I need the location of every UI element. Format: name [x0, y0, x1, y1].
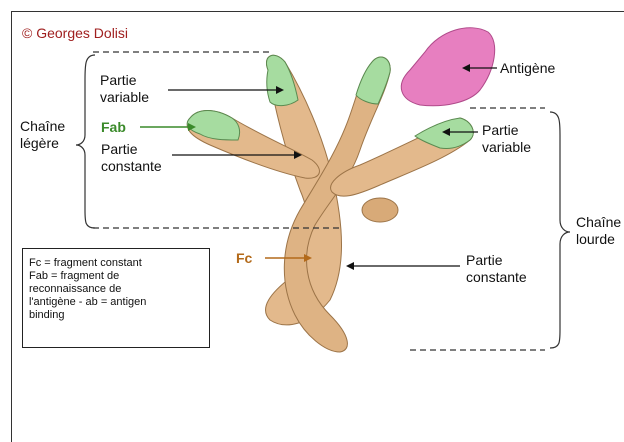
label-fab: Fab [101, 119, 126, 136]
brace-heavy-chain [550, 112, 570, 348]
diagram-canvas: © Georges Dolisi Partie variable Fab Par… [0, 0, 624, 423]
variable-region-heavy-left [266, 55, 298, 105]
arrow-head [346, 262, 354, 270]
legend-box: Fc = fragment constant Fab = fragment de… [22, 248, 210, 348]
legend-text: Fc = fragment constant Fab = fragment de… [29, 257, 146, 322]
label-antigene: Antigène [500, 60, 555, 77]
antigen-shape [401, 28, 494, 106]
label-fc: Fc [236, 250, 252, 267]
label-chaine-lourde: Chaîne lourde [576, 214, 624, 248]
brace-light-chain [76, 55, 95, 228]
label-partie-variable-right: Partie variable [482, 122, 531, 156]
variable-region-heavy-right [356, 57, 390, 104]
label-partie-variable-left: Partie variable [100, 72, 149, 106]
copyright-text: © Georges Dolisi [22, 25, 128, 42]
label-partie-constante-left: Partie constante [101, 141, 162, 175]
label-partie-constante-right: Partie constante [466, 252, 527, 286]
heavy-chain-knob [362, 198, 398, 222]
label-chaine-legere: Chaîne légère [20, 118, 65, 152]
